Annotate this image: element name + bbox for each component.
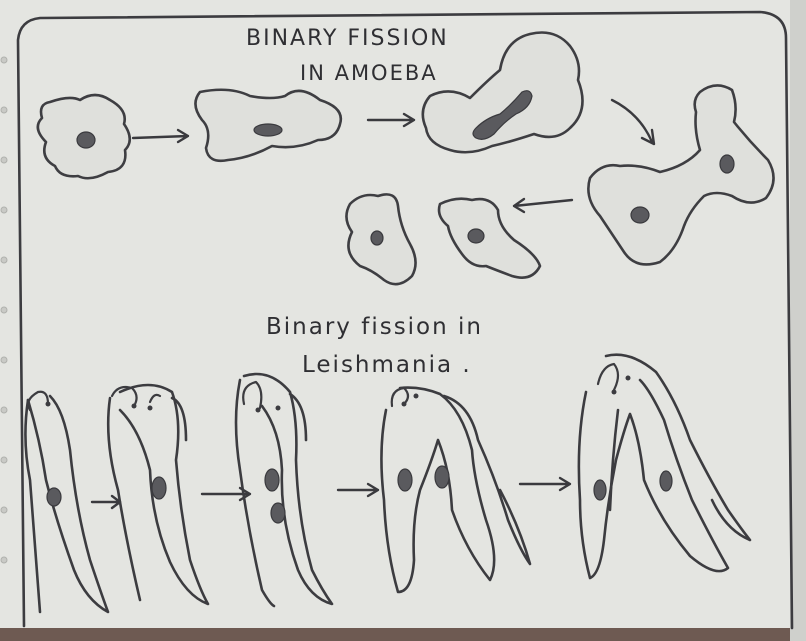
amoeba-title-line1: BINARY FISSION bbox=[246, 26, 449, 51]
leishmania-nucleus bbox=[435, 466, 449, 488]
amoeba-nucleus bbox=[77, 132, 95, 148]
leishmania-nucleus bbox=[398, 469, 412, 491]
amoeba-title-line2: IN AMOEBA bbox=[300, 61, 438, 85]
leishmania-nucleus bbox=[594, 480, 606, 500]
table-surface bbox=[0, 628, 806, 641]
leishmania-nucleus bbox=[271, 503, 285, 523]
leishmania-nucleus bbox=[265, 469, 279, 491]
amoeba-nucleus bbox=[631, 207, 649, 223]
leishmania-title-line1: Binary fission in bbox=[266, 314, 483, 340]
leishmania-nucleus bbox=[152, 477, 166, 499]
leishmania-title-line2: Leishmania . bbox=[302, 352, 472, 378]
amoeba-nucleus bbox=[468, 229, 484, 243]
amoeba-nucleus bbox=[720, 155, 734, 173]
amoeba-nucleus bbox=[254, 124, 282, 136]
amoeba-nucleus bbox=[371, 231, 383, 245]
leishmania-nucleus bbox=[660, 471, 672, 491]
leishmania-nucleus bbox=[47, 488, 61, 506]
